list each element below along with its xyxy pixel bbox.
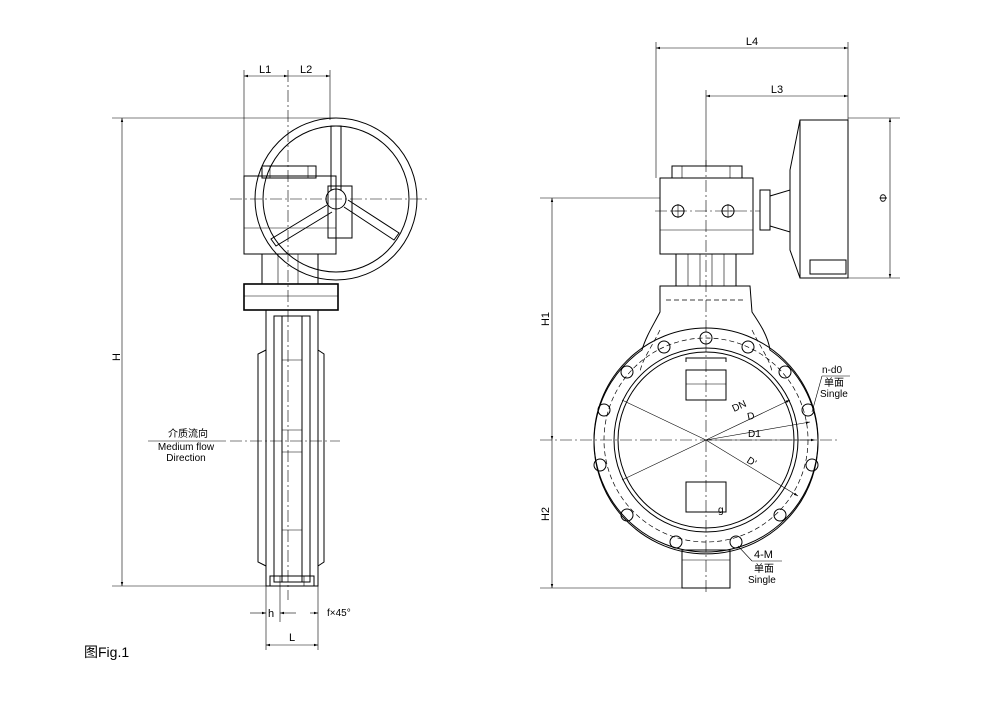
side-view: L1 L2 H 介质流向 Medium flow Direction h f×4 (111, 64, 430, 650)
dim-L1-label: L1 (259, 64, 271, 76)
front-view: DN D D1 D' g L4 L3 Φ (540, 36, 900, 595)
dim-H2-label: H2 (540, 507, 552, 521)
bottom-boss (681, 549, 731, 589)
flow-label-en-2: Direction (166, 453, 205, 464)
dim-L-label: L (289, 632, 295, 644)
flange-outer-circle (593, 327, 819, 553)
valve-body-outline (593, 285, 819, 555)
dim-phi: Φ (848, 117, 900, 279)
gearbox-side (243, 165, 353, 255)
dim-H: H (111, 117, 336, 587)
dim-bottom-side: h f×45° L (250, 586, 351, 650)
handwheel-edge (759, 119, 849, 279)
dim-D-label: D (746, 411, 755, 423)
dim-phi-label: Φ (878, 193, 890, 202)
dim-g-label: g (718, 505, 724, 516)
flow-direction: 介质流向 Medium flow Direction (148, 427, 226, 464)
callout-holes: n-d0 单面 Single (811, 365, 850, 413)
dim-H-label: H (111, 353, 123, 361)
gearbox-front (659, 165, 754, 255)
dim-L1-L2: L1 L2 (243, 64, 331, 176)
dim-H1-label: H1 (540, 312, 552, 326)
dim-H1-H2: H1 H2 (540, 197, 682, 589)
tap-label: 4-M (754, 549, 773, 561)
tap-label-en: Single (748, 575, 776, 586)
dim-D2-label: D' (744, 455, 758, 469)
flow-label-en-1: Medium flow (158, 442, 215, 453)
hole-label-en: Single (820, 389, 848, 400)
dim-L3-label: L3 (771, 84, 783, 96)
dim-h-label: h (268, 608, 274, 620)
dim-L4-L3: L4 L3 (655, 36, 849, 178)
dim-L2-label: L2 (300, 64, 312, 76)
hole-label-cn: 单面 (824, 377, 844, 389)
hole-label: n-d0 (822, 365, 842, 376)
dim-D1-label: D1 (748, 429, 761, 440)
dim-chamfer-label: f×45° (327, 608, 351, 619)
figure-caption: 图Fig.1 (84, 644, 129, 660)
valve-body-side (257, 309, 325, 587)
diameter-leaders: DN D D1 D' g (621, 399, 815, 516)
disc-internals (685, 357, 727, 513)
callout-taps: 4-M 单面 Single (737, 545, 782, 586)
bolt-holes (593, 331, 819, 549)
neck-side (243, 253, 339, 311)
dim-L4-label: L4 (746, 36, 758, 48)
flow-label-cn: 介质流向 (168, 427, 208, 440)
tap-label-cn: 单面 (754, 563, 774, 575)
